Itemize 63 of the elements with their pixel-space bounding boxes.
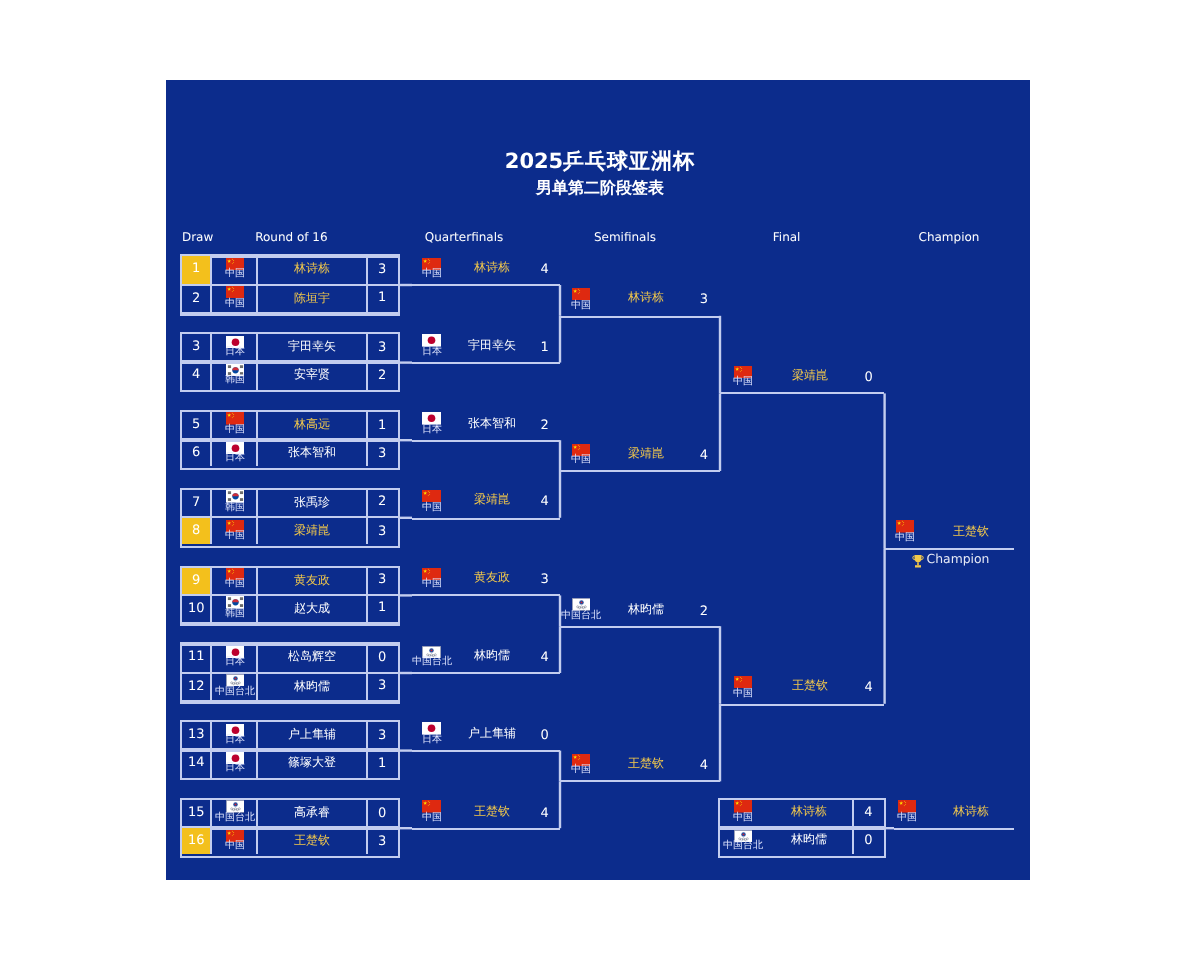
bracket-line <box>398 594 412 597</box>
bracket-line <box>558 780 562 829</box>
player-row <box>180 642 399 674</box>
bracket-line <box>883 547 886 704</box>
player-row <box>180 360 399 393</box>
champion-entry <box>884 519 1015 550</box>
match-box <box>180 332 400 393</box>
player-row <box>180 438 399 470</box>
player-entry <box>720 364 885 395</box>
bracket-line <box>558 314 562 363</box>
bracket-line <box>883 393 886 550</box>
player-row <box>180 254 399 286</box>
bracket-line <box>558 595 562 628</box>
bracket-line <box>398 749 412 752</box>
bracket-line <box>558 469 562 518</box>
player-entry <box>412 721 560 752</box>
player-row <box>180 283 399 315</box>
bracket-line <box>884 827 894 830</box>
match-box <box>180 410 400 471</box>
player-entry <box>412 644 560 675</box>
bracket-line <box>398 361 412 364</box>
player-entry <box>894 799 1015 830</box>
bracket-line <box>718 702 722 782</box>
bracket-line <box>398 516 412 519</box>
player-row <box>180 748 399 781</box>
player-entry <box>560 442 720 473</box>
player-row <box>718 826 885 858</box>
bracket-line <box>558 285 562 317</box>
bracket-line <box>718 392 722 471</box>
player-entry <box>560 287 720 317</box>
player-row <box>180 720 399 752</box>
player-entry <box>560 597 720 628</box>
player-row <box>180 593 399 625</box>
player-entry <box>412 566 560 597</box>
title: 2025乒乓球亚洲杯 <box>504 151 696 176</box>
bracket-line <box>558 750 562 783</box>
subtitle: 男单第二阶段签表 <box>536 181 664 199</box>
player-row <box>180 409 399 441</box>
match-box <box>180 720 400 781</box>
bracket-line <box>558 625 562 673</box>
player-entry <box>412 799 560 830</box>
player-row <box>718 797 885 829</box>
player-entry <box>412 256 560 287</box>
match-box <box>180 643 400 703</box>
player-entry <box>560 752 720 783</box>
player-entry <box>412 489 560 519</box>
bracket-line <box>398 671 412 675</box>
bracket-line <box>398 283 412 287</box>
player-row <box>180 671 399 703</box>
bracket-line <box>398 439 412 442</box>
match-box <box>718 798 886 859</box>
player-row <box>180 332 399 364</box>
bracket-line <box>718 626 722 705</box>
bracket-line <box>718 315 722 395</box>
player-entry <box>412 333 560 364</box>
match-box <box>180 798 400 859</box>
match-box <box>180 255 400 315</box>
bracket-line <box>558 440 562 473</box>
player-entry <box>412 411 560 442</box>
bracket-line <box>398 827 412 830</box>
match-box <box>180 565 400 626</box>
player-entry <box>720 675 885 705</box>
player-row <box>180 826 399 858</box>
